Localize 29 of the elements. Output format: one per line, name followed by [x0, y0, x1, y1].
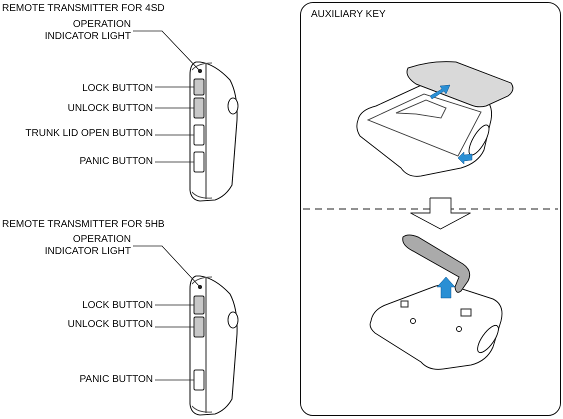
- section-heading: REMOTE TRANSMITTER FOR 5HB: [2, 219, 165, 231]
- callout-label: LOCK BUTTON: [82, 300, 153, 312]
- block-arrow: [410, 198, 471, 230]
- leader-line: [132, 30, 200, 70]
- fob-button: [194, 296, 204, 314]
- fob-button: [194, 124, 204, 146]
- fob-button: [194, 152, 204, 172]
- leader-line: [154, 304, 194, 306]
- indicator-light: [198, 285, 202, 289]
- leader-line: [154, 326, 194, 328]
- section-heading: REMOTE TRANSMITTER FOR 4SD: [2, 3, 165, 15]
- fob-button: [194, 370, 204, 390]
- fob-button: [194, 78, 204, 96]
- callout-label: OPERATION INDICATOR LIGHT: [39, 19, 131, 43]
- panel-heading: AUXILIARY KEY: [311, 9, 386, 21]
- callout-label: LOCK BUTTON: [82, 83, 153, 95]
- leader-line: [154, 134, 194, 136]
- leader-line: [132, 246, 200, 286]
- callout-label: OPERATION INDICATOR LIGHT: [39, 234, 131, 258]
- leader-line: [154, 86, 194, 88]
- callout-label: PANIC BUTTON: [79, 374, 153, 386]
- fob-button: [194, 98, 204, 118]
- rounded-panel: [300, 2, 561, 416]
- callout-label: TRUNK LID OPEN BUTTON: [25, 128, 153, 140]
- indicator-light: [198, 69, 202, 73]
- callout-label: UNLOCK BUTTON: [68, 103, 153, 115]
- callout-label: UNLOCK BUTTON: [68, 319, 153, 331]
- fob-button: [194, 316, 204, 338]
- callout-label: PANIC BUTTON: [79, 156, 153, 168]
